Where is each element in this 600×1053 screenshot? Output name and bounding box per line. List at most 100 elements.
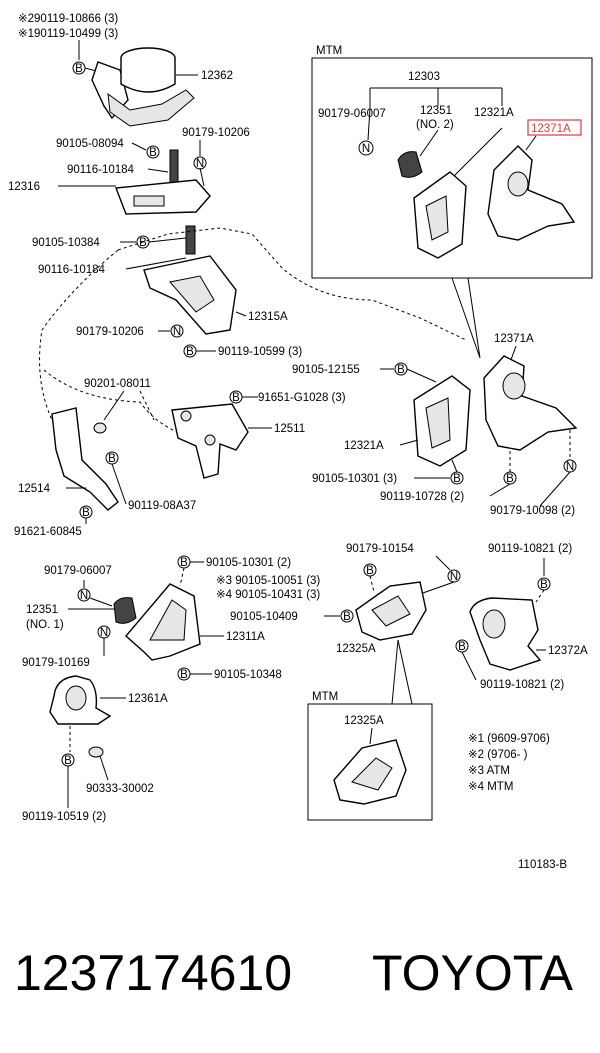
svg-text:B: B bbox=[82, 507, 90, 519]
label-12316: 12316 bbox=[8, 181, 40, 193]
label-90201-08011: 90201-08011 bbox=[84, 378, 151, 390]
label-90105-10431: ※4 90105-10431 (3) bbox=[216, 589, 320, 601]
svg-text:B: B bbox=[343, 611, 351, 623]
stud-bolt bbox=[169, 149, 179, 187]
label-90116-10184-mid: 90116-10184 bbox=[38, 264, 106, 276]
label-90179-10098: 90179-10098 (2) bbox=[490, 505, 575, 517]
diagram-code: 110183-B bbox=[518, 859, 567, 871]
label-12325A: 12325A bbox=[336, 643, 376, 655]
label-90105-10301-a: 90105-10301 (3) bbox=[312, 473, 397, 485]
label-90119-10821-bot: 90119-10821 (2) bbox=[480, 679, 564, 691]
svg-text:B: B bbox=[397, 364, 405, 376]
mount-12372A-group: 90119-10821 (2) B 12372A B 90119-10821 (… bbox=[455, 543, 588, 691]
mtm-title: MTM bbox=[316, 45, 342, 57]
svg-text:B: B bbox=[540, 579, 548, 591]
svg-text:N: N bbox=[196, 158, 204, 170]
label-90119-10519: 90119-10519 (2) bbox=[22, 811, 106, 823]
label-90116-10184-top: 90116-10184 bbox=[67, 164, 135, 176]
label-12311A: 12311A bbox=[226, 631, 265, 643]
mount-cylinder-12362 bbox=[120, 58, 176, 93]
label-90105-10348: 90105-10348 bbox=[214, 669, 282, 681]
svg-text:N: N bbox=[566, 461, 574, 473]
label-no1: (NO. 1) bbox=[26, 619, 64, 631]
engine-outline bbox=[39, 227, 467, 421]
label-90105-10409: 90105-10409 bbox=[230, 611, 298, 623]
svg-text:B: B bbox=[139, 237, 147, 249]
svg-text:N: N bbox=[80, 590, 88, 602]
label-12371A-highlighted: 12371A bbox=[531, 123, 571, 135]
part-number: 1237174610 bbox=[14, 945, 292, 1001]
svg-text:N: N bbox=[362, 143, 370, 155]
brand-name: TOYOTA bbox=[372, 945, 574, 1001]
mount-12371A-mtm bbox=[487, 145, 576, 241]
bracket-12511-group: 90201-08011 B 91651-G1028 (3) 12511 1251… bbox=[14, 378, 346, 538]
bracket-12311A-group: 90179-06007 N 12351 (NO. 1) N 90179-1016… bbox=[22, 555, 320, 823]
svg-text:B: B bbox=[149, 147, 157, 159]
label-90105-08094: 90105-08094 bbox=[56, 138, 124, 150]
label-12371A: 12371A bbox=[494, 333, 534, 345]
label-no2: (NO. 2) bbox=[416, 119, 454, 131]
svg-text:B: B bbox=[180, 669, 188, 681]
label-90119-10728: 90119-10728 (2) bbox=[380, 491, 464, 503]
label-90179-10154: 90179-10154 bbox=[346, 543, 414, 555]
label-12325A-mtm: 12325A bbox=[344, 715, 384, 727]
label-12351-no1: 12351 bbox=[26, 604, 58, 616]
legend: ※1 (9609-9706) ※2 (9706- ) ※3 ATM ※4 MTM bbox=[468, 733, 550, 793]
label-90105-10051: ※3 90105-10051 (3) bbox=[216, 575, 320, 587]
label-12372A: 12372A bbox=[548, 645, 588, 657]
legend-2: ※2 (9706- ) bbox=[468, 749, 528, 761]
mtm-inset-bottom: MTM 12325A bbox=[307, 691, 433, 821]
label-90105-10384: 90105-10384 bbox=[32, 237, 100, 249]
engine-mount-12362-group: ※290119-10866 (3) ※190119-10499 (3) B 12… bbox=[18, 13, 233, 127]
label-12514: 12514 bbox=[18, 483, 51, 495]
label-90179-10206-top: 90179-10206 bbox=[182, 127, 250, 139]
svg-text:B: B bbox=[232, 392, 240, 404]
label-90119-10599: 90119-10599 (3) bbox=[218, 346, 302, 358]
mount-12372A bbox=[469, 597, 542, 671]
mtm-box-2 bbox=[307, 703, 433, 821]
label-91621-60845: 91621-60845 bbox=[14, 526, 82, 538]
note-190119-10499: ※190119-10499 (3) bbox=[18, 28, 118, 40]
label-12321A: 12321A bbox=[344, 440, 384, 452]
label-90179-10206-mid: 90179-10206 bbox=[76, 326, 144, 338]
label-12511: 12511 bbox=[274, 423, 305, 435]
label-90179-06007: 90179-06007 bbox=[44, 565, 112, 577]
label-90105-10301-b: 90105-10301 (2) bbox=[206, 557, 291, 569]
label-12361A: 12361A bbox=[128, 693, 168, 705]
highlight-box-12371A bbox=[527, 119, 582, 136]
plug-90333 bbox=[88, 746, 104, 758]
legend-3: ※3 ATM bbox=[468, 765, 510, 777]
svg-text:B: B bbox=[453, 473, 461, 485]
bushing-12351-no1 bbox=[113, 597, 137, 624]
label-90119-10821-top: 90119-10821 (2) bbox=[488, 543, 572, 555]
washer-90201 bbox=[93, 422, 107, 434]
svg-text:B: B bbox=[75, 63, 83, 75]
bracket-12316-group: 90105-08094 B 90179-10206 N 90116-10184 … bbox=[8, 127, 250, 215]
mtm-title-2: MTM bbox=[312, 691, 338, 703]
svg-text:N: N bbox=[450, 571, 458, 583]
legend-1: ※1 (9609-9706) bbox=[468, 733, 550, 745]
svg-text:B: B bbox=[366, 565, 374, 577]
label-90105-12155: 90105-12155 bbox=[292, 364, 360, 376]
svg-text:B: B bbox=[458, 641, 466, 653]
label-90179-10169: 90179-10169 bbox=[22, 657, 90, 669]
stud-90116 bbox=[185, 225, 196, 255]
note-290119-10866: ※290119-10866 (3) bbox=[18, 13, 118, 25]
mtm-inset-top: MTM 12303 90179-06007 12351 (NO. 2) 1232… bbox=[311, 45, 593, 279]
svg-text:B: B bbox=[186, 346, 194, 358]
label-12351-no2: 12351 bbox=[420, 105, 452, 117]
mount-12371A bbox=[483, 355, 578, 451]
legend-4: ※4 MTM bbox=[468, 781, 513, 793]
bracket-12514 bbox=[51, 407, 119, 511]
svg-text:B: B bbox=[108, 453, 116, 465]
label-12303: 12303 bbox=[408, 71, 440, 83]
label-12315A: 12315A bbox=[248, 311, 288, 323]
label-12321A-mtm: 12321A bbox=[474, 107, 514, 119]
svg-text:B: B bbox=[506, 473, 514, 485]
inset-pointer bbox=[451, 277, 481, 359]
bracket-12325A-group: 90179-10154 N B 90105-10409 B 12325A bbox=[230, 543, 461, 705]
label-90333-30002: 90333-30002 bbox=[86, 783, 154, 795]
label-90179-06007-mtm: 90179-06007 bbox=[318, 108, 386, 120]
svg-text:N: N bbox=[100, 627, 108, 639]
